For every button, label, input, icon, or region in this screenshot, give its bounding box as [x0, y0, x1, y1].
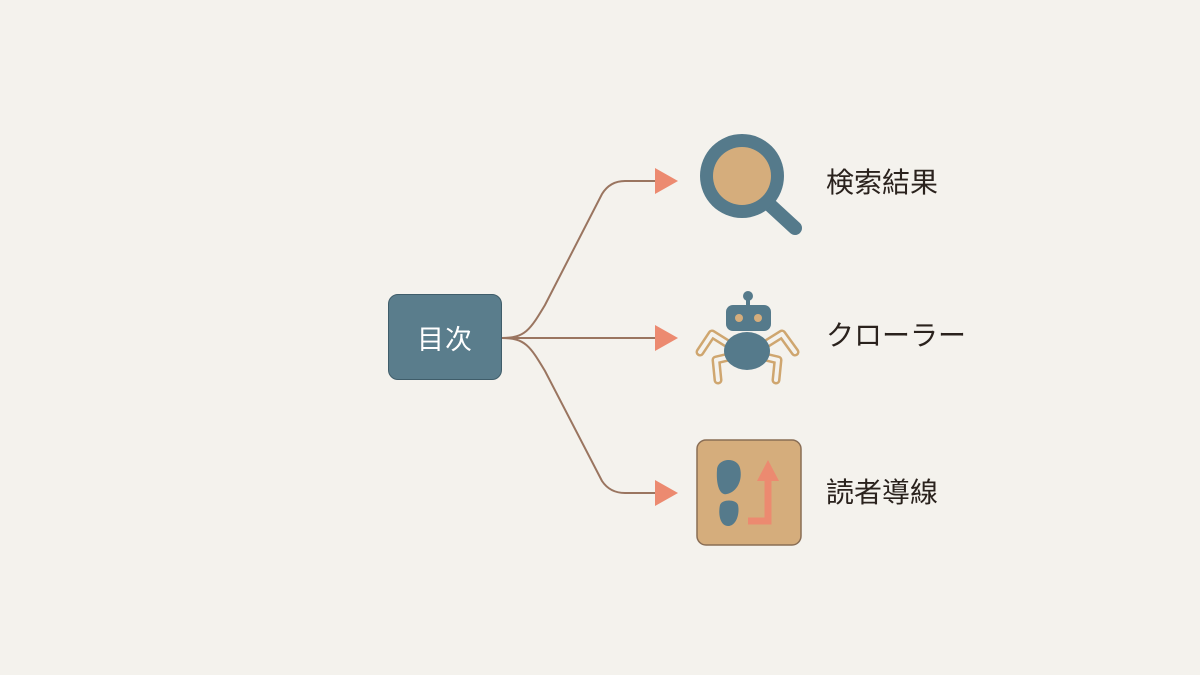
root-node-label: 目次: [417, 324, 473, 356]
spider-robot-icon: [695, 291, 800, 385]
arrowheads: [655, 168, 678, 506]
connector-lines: [501, 180, 655, 494]
arrowhead-reader-flow: [655, 480, 678, 506]
footprint-arrow-icon: [696, 439, 802, 546]
arrowhead-search-results: [655, 168, 678, 194]
branch-label-search-results: 検索結果: [826, 166, 939, 199]
connector-to-reader-flow: [501, 337, 655, 494]
branch-label-reader-flow: 読者導線: [826, 476, 939, 509]
root-node: 目次: [388, 294, 502, 380]
arrowhead-crawler: [655, 325, 678, 351]
magnifying-glass-icon: [700, 134, 802, 235]
connector-to-search-results: [501, 180, 655, 339]
branch-label-crawler: クローラー: [826, 319, 967, 352]
